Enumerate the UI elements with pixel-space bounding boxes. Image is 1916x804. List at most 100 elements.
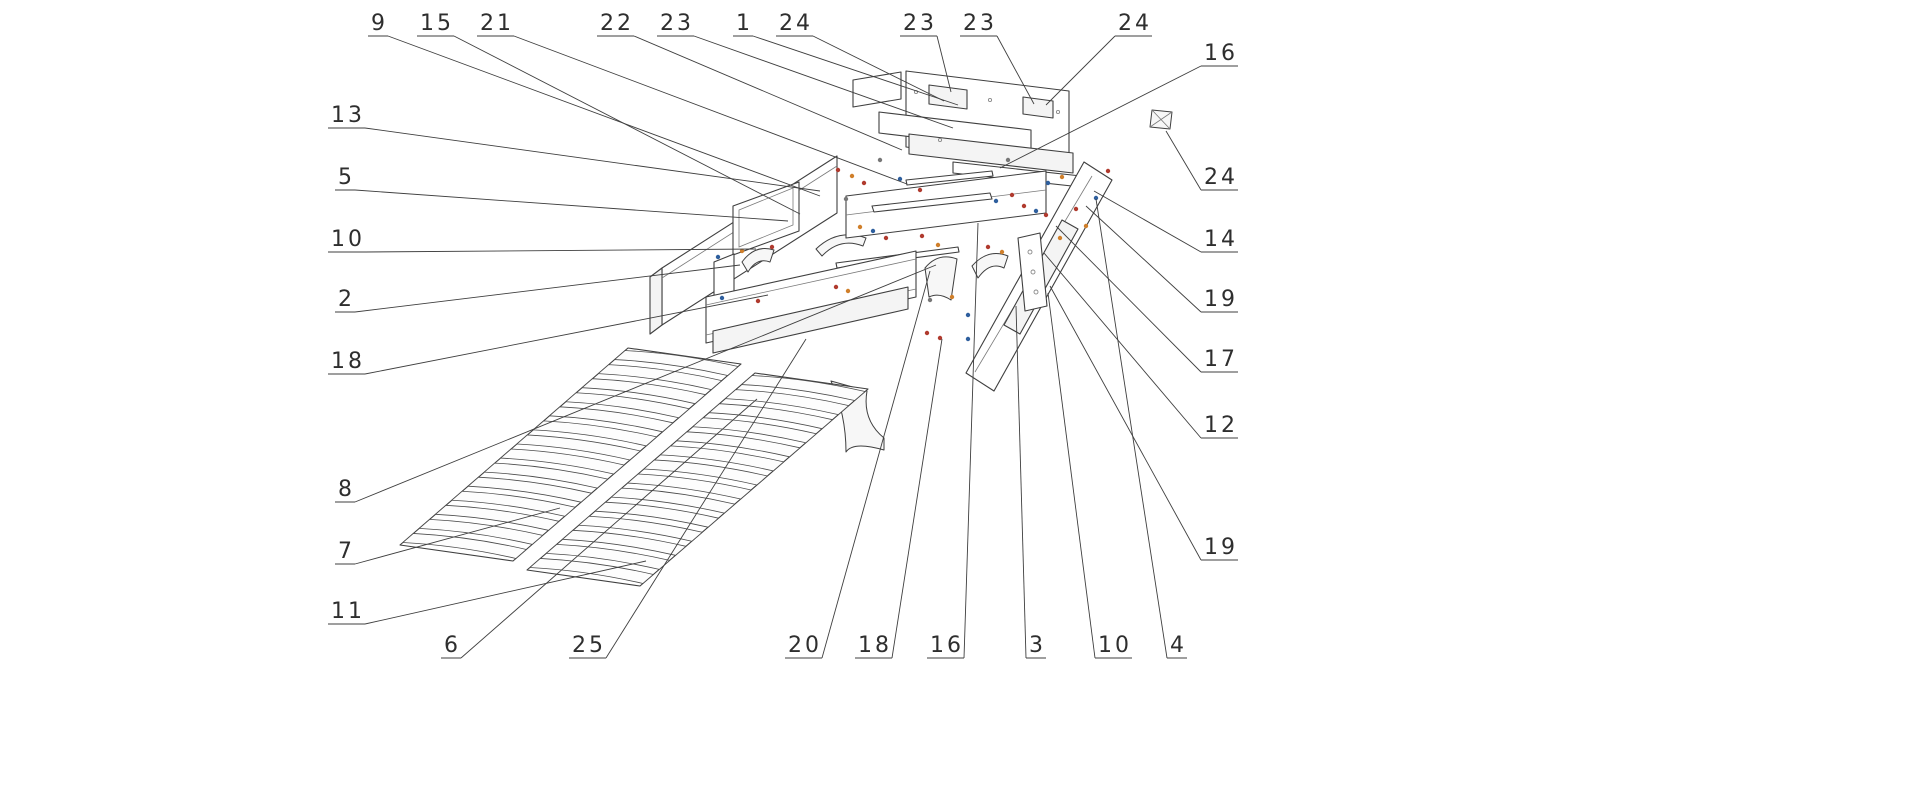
headboard-assembly [852, 70, 1082, 188]
corner-bracket-24 [1149, 109, 1173, 130]
callout-number: 6 [444, 633, 461, 658]
callout-24: 24 [1165, 130, 1238, 191]
slat [577, 515, 704, 542]
fastener-dot [1033, 208, 1039, 214]
callout-17: 17 [1055, 225, 1238, 373]
fasteners-layer [715, 157, 1111, 342]
fastener-dot [927, 297, 933, 303]
callout-number: 8 [338, 477, 355, 502]
fastener-dot [1009, 192, 1015, 198]
callout-number: 14 [1204, 227, 1238, 252]
callout-leader-line [1093, 190, 1202, 253]
strip-hole [1033, 289, 1039, 295]
slat [483, 462, 609, 489]
callout-leader-line [364, 248, 757, 253]
callout-25: 25 [569, 338, 807, 659]
callout-14: 14 [1093, 190, 1238, 253]
slat [642, 459, 769, 486]
slat [610, 487, 736, 514]
fastener-dot [924, 330, 930, 336]
fastener-dot [949, 294, 955, 300]
fastener-dot [985, 244, 991, 250]
slat [626, 473, 752, 500]
callout-leader-line [364, 294, 769, 375]
fastener-dot [833, 284, 839, 290]
slat [594, 501, 720, 528]
callout-5: 5 [335, 165, 789, 222]
callout-number: 20 [788, 633, 822, 658]
fastener-dot [1073, 206, 1079, 212]
callout-leader-line [812, 35, 945, 102]
slat-base-left [399, 347, 742, 562]
callout-16: 16 [927, 222, 979, 659]
callout-leader-line [364, 560, 647, 625]
headboard-cutout-right [1022, 96, 1054, 119]
slat [675, 431, 801, 458]
callout-number: 24 [1204, 165, 1238, 190]
callout-leader-line [1095, 198, 1168, 659]
slat-bases-layer [399, 347, 869, 587]
callout-3: 3 [1015, 305, 1046, 659]
corner-bracket-left [741, 248, 775, 273]
fastener-dot [937, 335, 943, 341]
callout-4: 4 [1095, 198, 1187, 659]
callout-leader-line [605, 338, 807, 659]
callout-number: 15 [420, 11, 454, 36]
headboard-top-trim [852, 71, 902, 108]
fastener-dot [1005, 157, 1011, 163]
strip-hole [1027, 249, 1033, 255]
fastener-dot [857, 224, 863, 230]
fastener-dot [861, 180, 867, 186]
callout-24: 24 [776, 11, 945, 102]
slat [708, 403, 834, 430]
callout-leader-line [1049, 285, 1202, 561]
callout-number: 11 [331, 599, 365, 624]
callout-13: 13 [328, 103, 821, 192]
slat [528, 558, 655, 584]
callout-11: 11 [328, 560, 647, 625]
callout-leader-line [1015, 305, 1027, 659]
fastener-dot [835, 167, 841, 173]
callout-number: 9 [371, 11, 388, 36]
callout-leader-line [354, 264, 741, 313]
callout-leader-line [963, 222, 979, 659]
callout-number: 1 [736, 11, 753, 36]
slat-base-right [526, 372, 869, 587]
callout-leader-line [1085, 205, 1202, 313]
fastener-dot [1083, 223, 1089, 229]
dowel-hole [1055, 109, 1061, 115]
callout-18: 18 [328, 294, 769, 375]
hardware-strip [1017, 232, 1048, 312]
dowel-hole [937, 137, 943, 143]
callout-number: 7 [338, 539, 355, 564]
slat [561, 529, 687, 556]
fastener-dot [843, 196, 849, 202]
fastener-dot [897, 176, 903, 182]
slat [515, 434, 642, 461]
callout-19: 19 [1049, 285, 1238, 561]
callout-23: 23 [960, 11, 1035, 105]
callout-leader-line [996, 35, 1035, 105]
fastener-dot [917, 187, 923, 193]
fastener-dot [719, 295, 725, 301]
callout-18: 18 [855, 338, 943, 659]
callout-19: 19 [1085, 205, 1238, 313]
corner-bracket-right [971, 253, 1009, 279]
fastener-dot [919, 233, 925, 239]
fastener-dot [965, 312, 971, 318]
fastener-dot [715, 254, 721, 260]
fastener-dot [870, 228, 876, 234]
fastener-dot [769, 244, 775, 250]
callout-12: 12 [1043, 252, 1238, 439]
callout-number: 18 [858, 633, 892, 658]
fastener-dot [1093, 195, 1099, 201]
callout-leader-line [693, 35, 954, 129]
callout-1: 1 [733, 11, 959, 106]
callout-leader-line [1165, 130, 1202, 191]
parts-layer [649, 70, 1173, 453]
callout-number: 16 [930, 633, 964, 658]
slat [659, 445, 785, 472]
fastener-dot [1059, 174, 1065, 180]
